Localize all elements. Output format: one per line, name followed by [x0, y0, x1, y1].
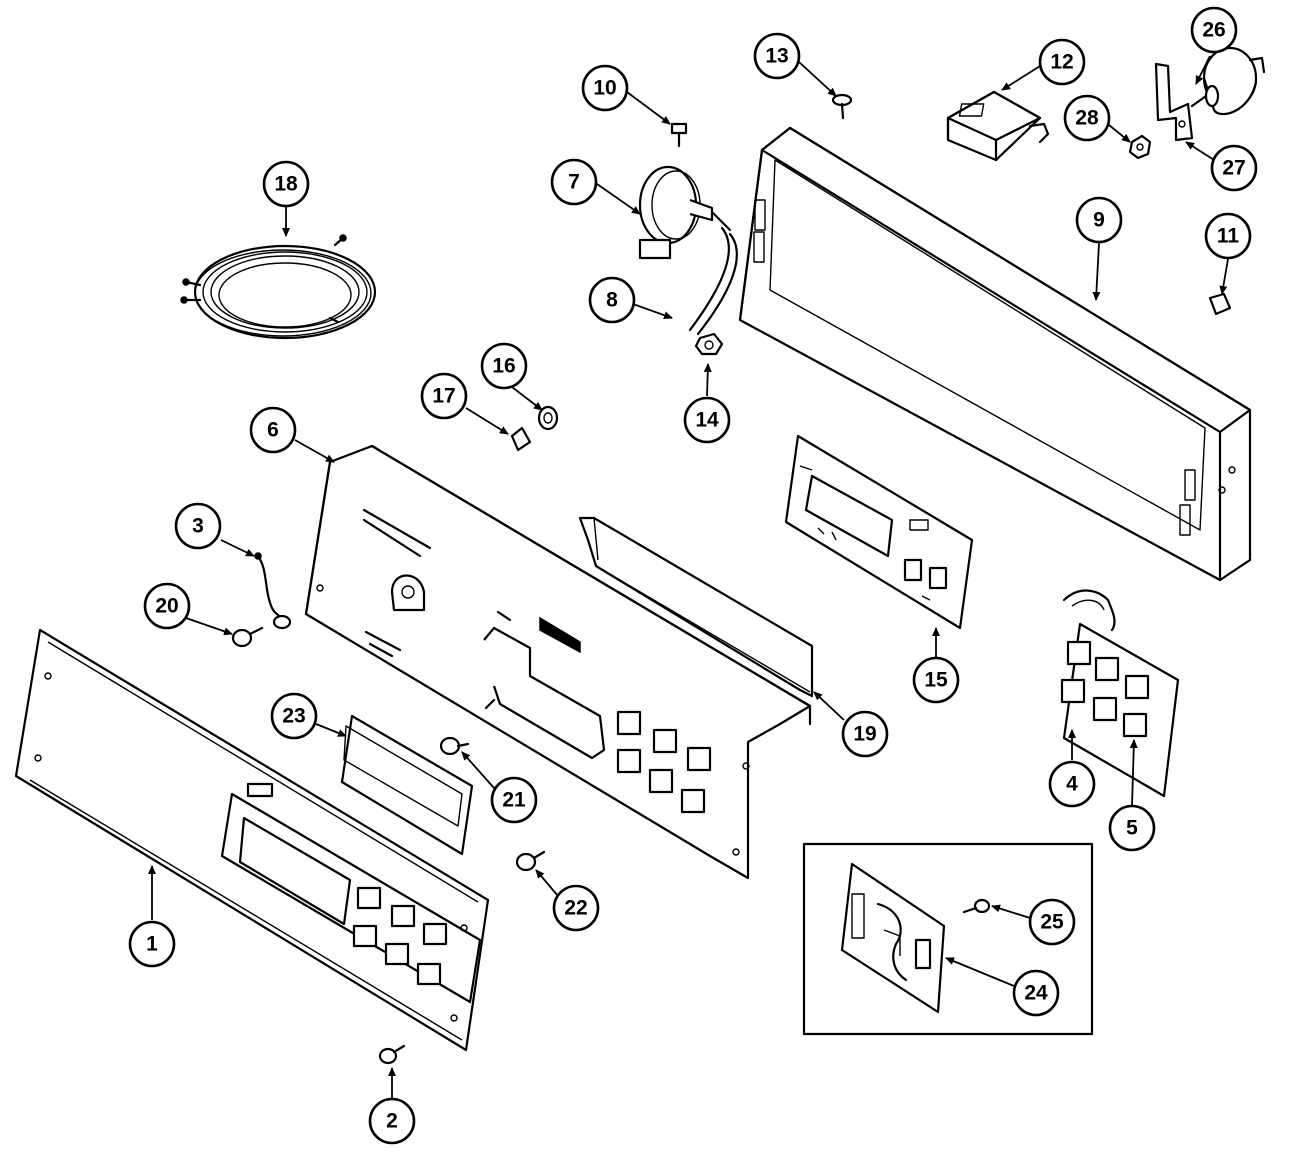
svg-text:16: 16 — [492, 355, 515, 378]
svg-text:13: 13 — [765, 45, 788, 68]
motor — [1190, 46, 1266, 116]
callout-2: 2 — [368, 1097, 416, 1145]
callout-15: 15 — [912, 656, 960, 704]
svg-text:3: 3 — [192, 515, 204, 538]
callout-9: 9 — [1075, 196, 1123, 244]
svg-text:25: 25 — [1040, 911, 1064, 934]
washer-16 — [537, 405, 559, 431]
callout-11: 11 — [1204, 212, 1252, 260]
control-board — [784, 434, 974, 630]
callout-12: 12 — [1038, 38, 1086, 86]
callout-6: 6 — [249, 406, 297, 454]
callout-26: 26 — [1190, 6, 1238, 54]
callout-8: 8 — [588, 276, 636, 324]
screw-10 — [670, 122, 688, 148]
svg-text:2: 2 — [386, 1110, 398, 1133]
keypad-board — [1060, 589, 1180, 798]
callout-3: 3 — [174, 502, 222, 550]
control-bracket — [304, 444, 812, 880]
svg-text:9: 9 — [1093, 209, 1105, 232]
nut-14 — [694, 332, 724, 356]
inset-box — [802, 842, 1094, 1036]
light-pipe — [578, 516, 814, 698]
callout-24: 24 — [1012, 969, 1060, 1017]
callout-18: 18 — [262, 160, 310, 208]
svg-text:23: 23 — [282, 705, 305, 728]
svg-text:15: 15 — [924, 669, 948, 692]
svg-text:21: 21 — [502, 789, 526, 812]
bracket-27 — [1154, 62, 1194, 142]
screw-22 — [515, 850, 546, 872]
spacer-17 — [510, 426, 532, 452]
svg-text:18: 18 — [274, 173, 298, 196]
callout-14: 14 — [683, 396, 731, 444]
svg-text:14: 14 — [695, 409, 719, 432]
wire-harness — [180, 234, 377, 340]
svg-text:11: 11 — [1217, 225, 1240, 248]
svg-text:5: 5 — [1126, 817, 1138, 840]
backguard — [738, 126, 1252, 582]
svg-text:8: 8 — [606, 289, 618, 312]
svg-text:24: 24 — [1024, 982, 1048, 1005]
display-lens — [340, 714, 474, 856]
callout-25: 25 — [1028, 898, 1076, 946]
svg-text:4: 4 — [1066, 773, 1078, 796]
callout-19: 19 — [841, 710, 889, 758]
callout-28: 28 — [1063, 94, 1111, 142]
callout-21: 21 — [490, 776, 538, 824]
callout-22: 22 — [552, 884, 600, 932]
callout-23: 23 — [270, 692, 318, 740]
pressure-switch — [638, 165, 732, 260]
leader-lines — [148, 55, 1229, 1098]
callout-27: 27 — [1210, 144, 1258, 192]
svg-text:6: 6 — [267, 419, 279, 442]
svg-text:27: 27 — [1222, 157, 1245, 180]
svg-text:26: 26 — [1202, 19, 1225, 42]
callout-20: 20 — [143, 582, 191, 630]
screw-2 — [378, 1044, 406, 1065]
screw-21 — [439, 736, 470, 756]
ground-wire — [254, 552, 292, 630]
svg-text:10: 10 — [593, 77, 616, 100]
screw-13 — [831, 93, 853, 120]
hose — [688, 226, 738, 336]
callout-4: 4 — [1048, 760, 1096, 808]
filter — [946, 90, 1050, 162]
svg-text:7: 7 — [568, 171, 580, 194]
callout-1: 1 — [128, 920, 176, 968]
callout-5: 5 — [1108, 804, 1156, 852]
callout-17: 17 — [420, 372, 468, 420]
svg-text:17: 17 — [432, 385, 455, 408]
svg-text:19: 19 — [853, 723, 876, 746]
callout-7: 7 — [550, 158, 598, 206]
svg-text:1: 1 — [146, 933, 158, 956]
front-panel — [14, 628, 490, 1052]
screw-20 — [231, 626, 264, 648]
svg-text:22: 22 — [564, 897, 587, 920]
screw-25 — [962, 898, 991, 914]
callout-10: 10 — [581, 64, 629, 112]
callout-13: 13 — [753, 32, 801, 80]
nut-28 — [1128, 134, 1152, 160]
svg-text:12: 12 — [1050, 51, 1073, 74]
svg-text:20: 20 — [155, 595, 178, 618]
callout-16: 16 — [480, 342, 528, 390]
clip-11 — [1208, 292, 1232, 316]
svg-text:28: 28 — [1075, 107, 1099, 130]
